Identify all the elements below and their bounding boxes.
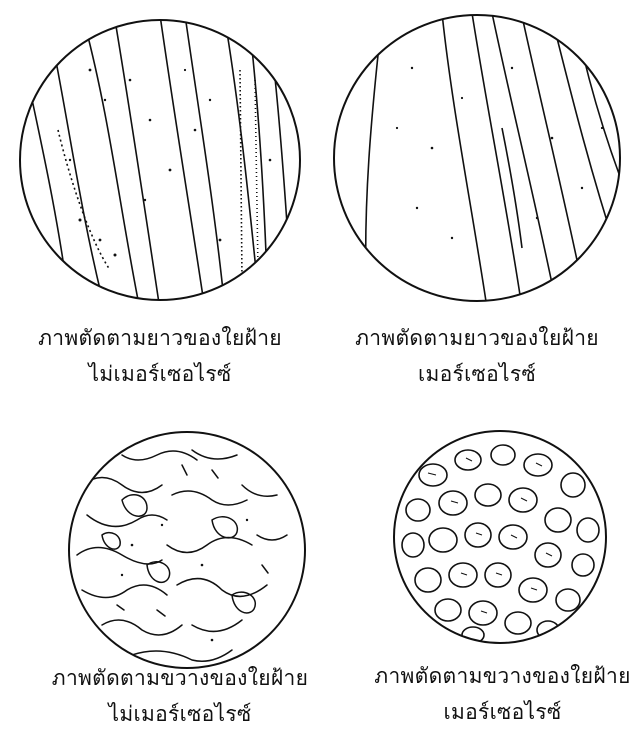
micrograph-longitudinal-non-mercerized: [10, 10, 310, 310]
caption-longitudinal-non-mercerized: ภาพตัดตามยาวของใยฝ้าย ไม่เมอร์เซอไรซ์: [10, 320, 310, 392]
caption-line-2: เมอร์เซอไรซ์: [370, 694, 635, 730]
longitudinal-non-mercerized-drawing: [10, 10, 310, 310]
caption-cross-section-mercerized: ภาพตัดตามขวางของใยฝ้าย เมอร์เซอไรซ์: [370, 658, 635, 730]
caption-line-2: ไม่เมอร์เซอไรซ์: [10, 356, 310, 392]
cross-section-non-mercerized-drawing: [62, 425, 312, 675]
caption-cross-section-non-mercerized: ภาพตัดตามขวางของใยฝ้าย ไม่เมอร์เซอไรซ์: [20, 660, 340, 732]
caption-longitudinal-mercerized: ภาพตัดตามยาวของใยฝ้าย เมอร์เซอไรซ์: [322, 320, 632, 392]
cross-section-mercerized-drawing: [388, 425, 613, 650]
caption-line-1: ภาพตัดตามยาวของใยฝ้าย: [10, 320, 310, 356]
caption-line-1: ภาพตัดตามยาวของใยฝ้าย: [322, 320, 632, 356]
micrograph-cross-section-non-mercerized: [62, 425, 312, 675]
caption-line-2: เมอร์เซอไรซ์: [322, 356, 632, 392]
caption-line-2: ไม่เมอร์เซอไรซ์: [20, 696, 340, 732]
micrograph-cross-section-mercerized: [388, 425, 613, 650]
micrograph-longitudinal-mercerized: [322, 8, 632, 308]
longitudinal-mercerized-drawing: [322, 8, 632, 308]
caption-line-1: ภาพตัดตามขวางของใยฝ้าย: [20, 660, 340, 696]
caption-line-1: ภาพตัดตามขวางของใยฝ้าย: [370, 658, 635, 694]
